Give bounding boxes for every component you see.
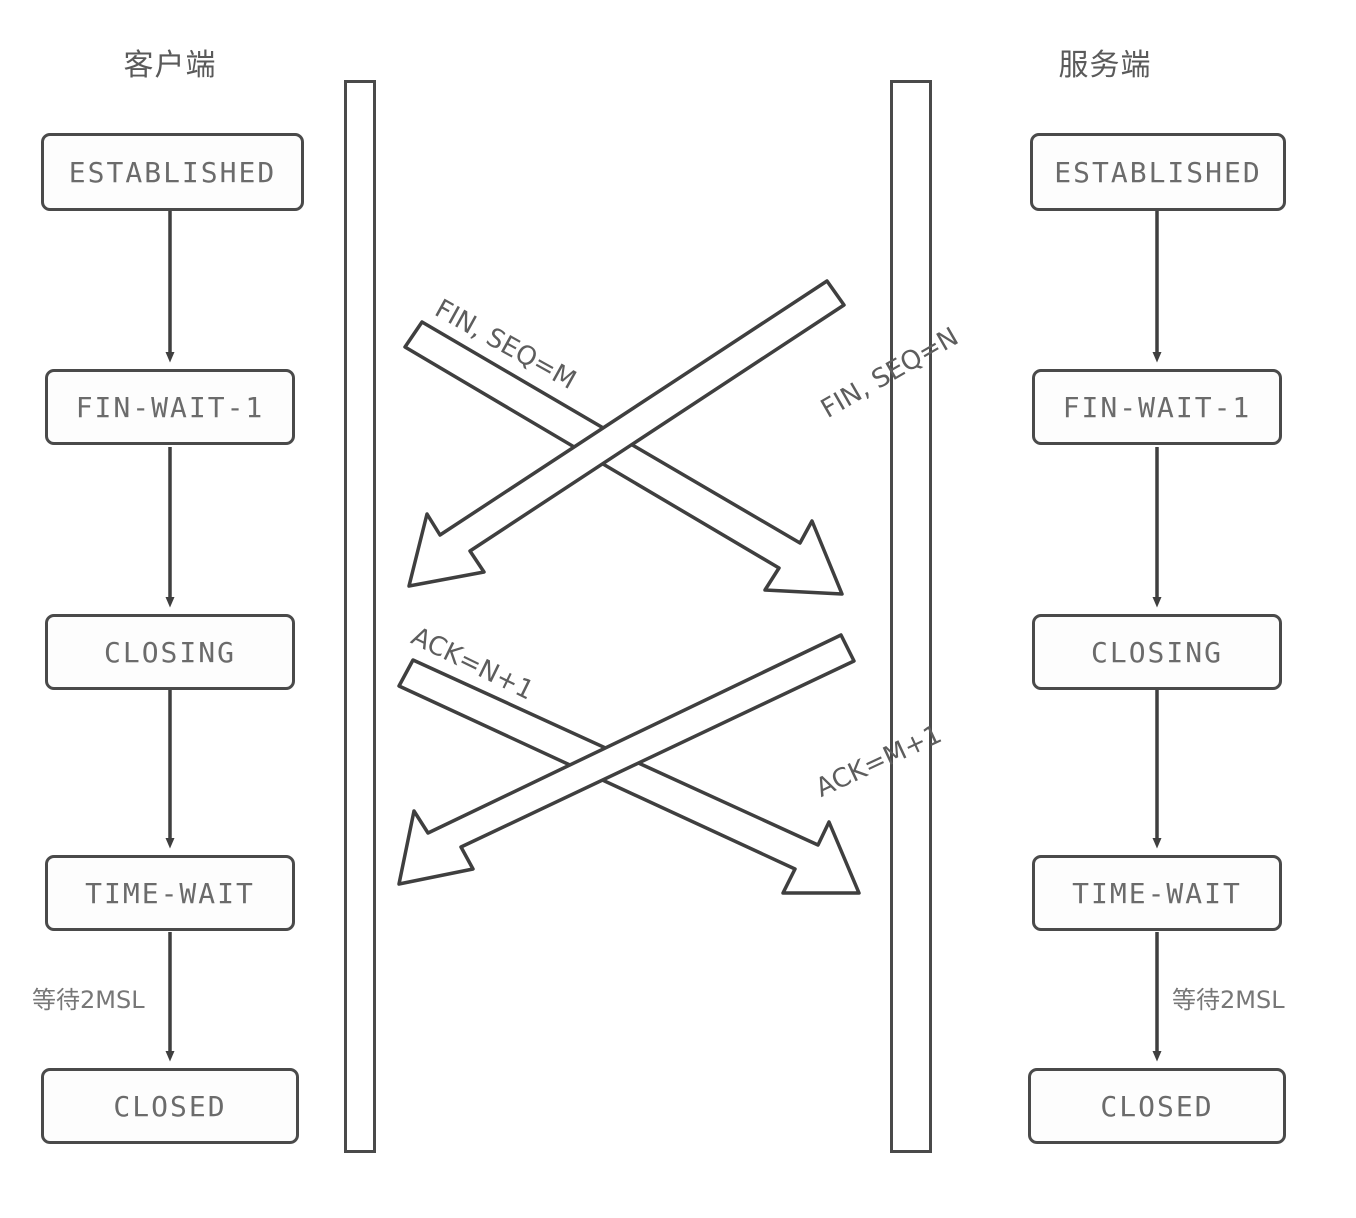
client-state-closing[interactable]: CLOSING (45, 614, 295, 690)
server-state-time-wait[interactable]: TIME-WAIT (1032, 855, 1282, 931)
client-state-time-wait-label: TIME-WAIT (85, 876, 255, 910)
client-state-closed[interactable]: CLOSED (41, 1068, 299, 1144)
arrow-shaft-fin-seq-m (403, 320, 844, 596)
client-state-established[interactable]: ESTABLISHED (41, 133, 304, 211)
message-arrow-group-upper (403, 279, 846, 596)
message-arrow-group-lower (397, 633, 861, 895)
client-wait-2msl-label: 等待2MSL (32, 986, 145, 1014)
arrow-shaft-ack-n-plus-1 (397, 658, 861, 895)
client-lifeline-bar (344, 80, 376, 1153)
client-state-established-label: ESTABLISHED (68, 155, 277, 189)
arrow-shaft-fin-seq-n (407, 279, 846, 588)
client-state-fin-wait-1-label: FIN-WAIT-1 (75, 390, 265, 424)
server-state-established-label: ESTABLISHED (1054, 155, 1262, 189)
server-lifeline-bar (890, 80, 932, 1153)
server-state-fin-wait-1-label: FIN-WAIT-1 (1062, 390, 1252, 424)
server-wait-2msl-label: 等待2MSL (1172, 986, 1285, 1014)
client-state-closing-label: CLOSING (103, 635, 236, 669)
server-state-time-wait-label: TIME-WAIT (1072, 876, 1242, 910)
client-state-time-wait[interactable]: TIME-WAIT (45, 855, 295, 931)
client-state-fin-wait-1[interactable]: FIN-WAIT-1 (45, 369, 295, 445)
server-state-closing-label: CLOSING (1090, 635, 1223, 669)
server-state-closed-label: CLOSED (1100, 1089, 1214, 1123)
column-title-client: 客户端 (123, 48, 217, 83)
server-state-fin-wait-1[interactable]: FIN-WAIT-1 (1032, 369, 1282, 445)
server-state-closing[interactable]: CLOSING (1032, 614, 1282, 690)
server-state-established[interactable]: ESTABLISHED (1030, 133, 1286, 211)
column-title-server: 服务端 (1058, 48, 1152, 83)
arrow-shaft-ack-m-plus-1 (397, 633, 856, 886)
server-state-closed[interactable]: CLOSED (1028, 1068, 1286, 1144)
client-state-closed-label: CLOSED (113, 1089, 227, 1123)
